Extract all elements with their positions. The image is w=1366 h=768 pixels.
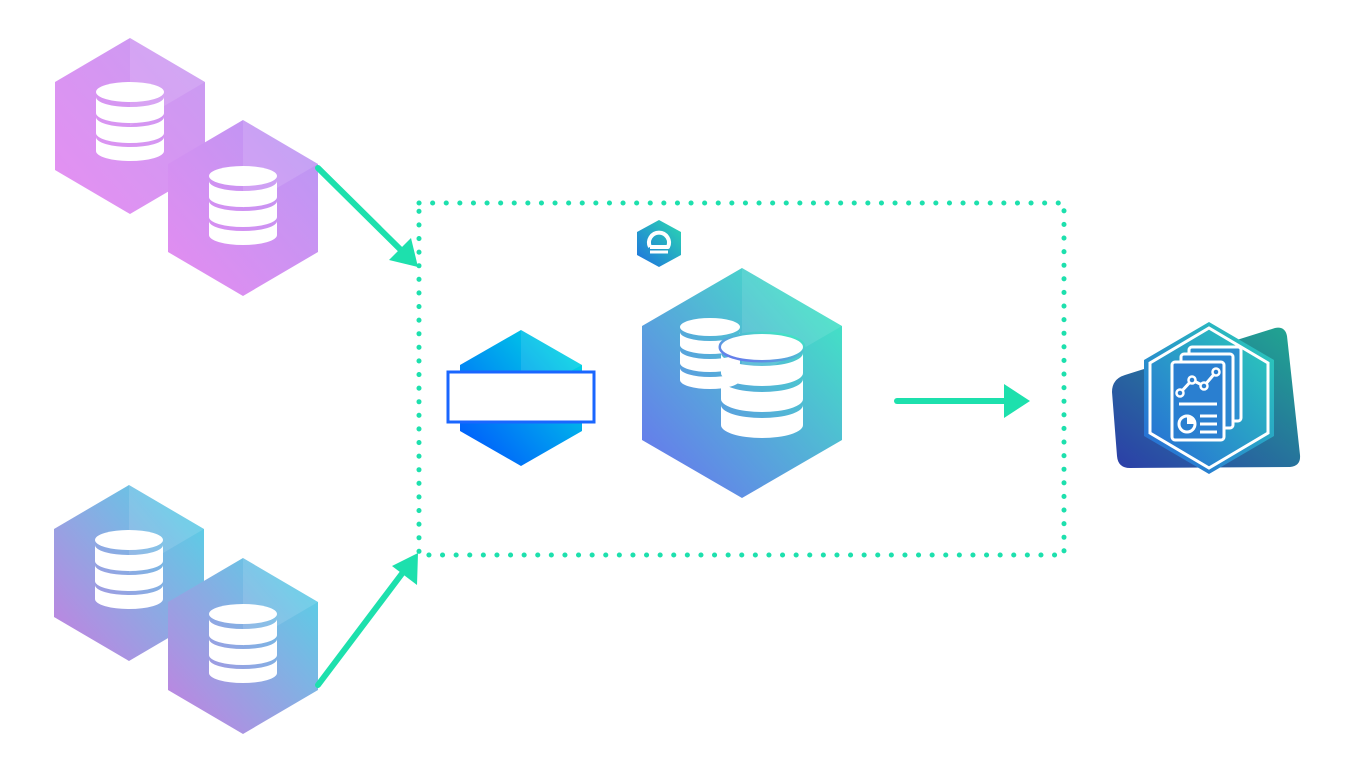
arrow-bottom-to-etl (315, 553, 418, 688)
database-icon (209, 604, 277, 683)
platform-boundary (416, 200, 1067, 558)
arrow-warehouse-to-report (894, 384, 1030, 418)
data-warehouse-icon (680, 318, 806, 438)
source-db-top-2 (168, 120, 318, 296)
report-icon (1170, 345, 1243, 442)
source-db-bottom-1 (54, 485, 204, 661)
data-warehouse (642, 268, 842, 498)
platform-logo-icon (637, 220, 681, 267)
database-icon (96, 82, 164, 161)
arrow-top-to-etl (315, 165, 418, 267)
source-group-top (55, 38, 318, 296)
etl-tool (446, 330, 596, 466)
etl-label-box (446, 370, 596, 424)
source-db-bottom-2 (168, 558, 318, 734)
database-icon (95, 530, 163, 609)
database-icon (209, 166, 277, 245)
source-group-bottom (54, 485, 318, 734)
source-db-top-1 (55, 38, 205, 214)
report-output (1112, 322, 1301, 474)
